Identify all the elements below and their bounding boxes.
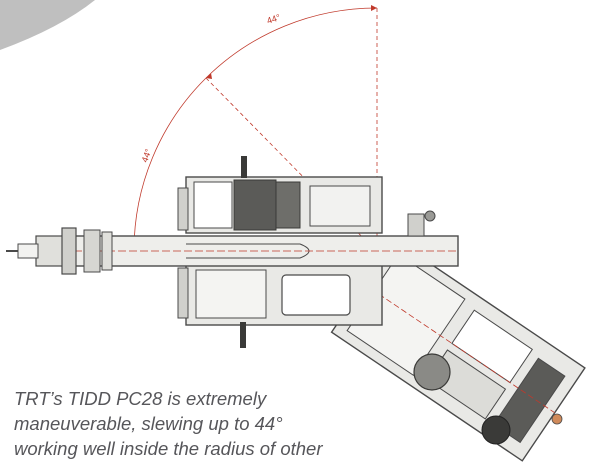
corner-decoration xyxy=(0,0,95,50)
upper-body xyxy=(177,156,383,234)
caption-line: working well inside the radius of other xyxy=(14,438,323,459)
boom xyxy=(8,210,459,267)
caption-line: TRT’s TIDD PC28 is extremely xyxy=(14,388,267,409)
drill-head xyxy=(6,227,113,275)
caption: TRT’s TIDD PC28 is extremely maneuverabl… xyxy=(14,386,374,461)
angle-label-upper: 44° xyxy=(266,12,282,26)
tail-marker xyxy=(551,413,563,425)
arrow-head xyxy=(371,5,377,11)
radiator-grille xyxy=(413,353,451,391)
caption-line: maneuverable, slewing up to 44° xyxy=(14,413,283,434)
arrow-head xyxy=(206,73,212,79)
angle-label-lower: 44° xyxy=(139,147,153,164)
tail-wheel xyxy=(481,415,511,445)
